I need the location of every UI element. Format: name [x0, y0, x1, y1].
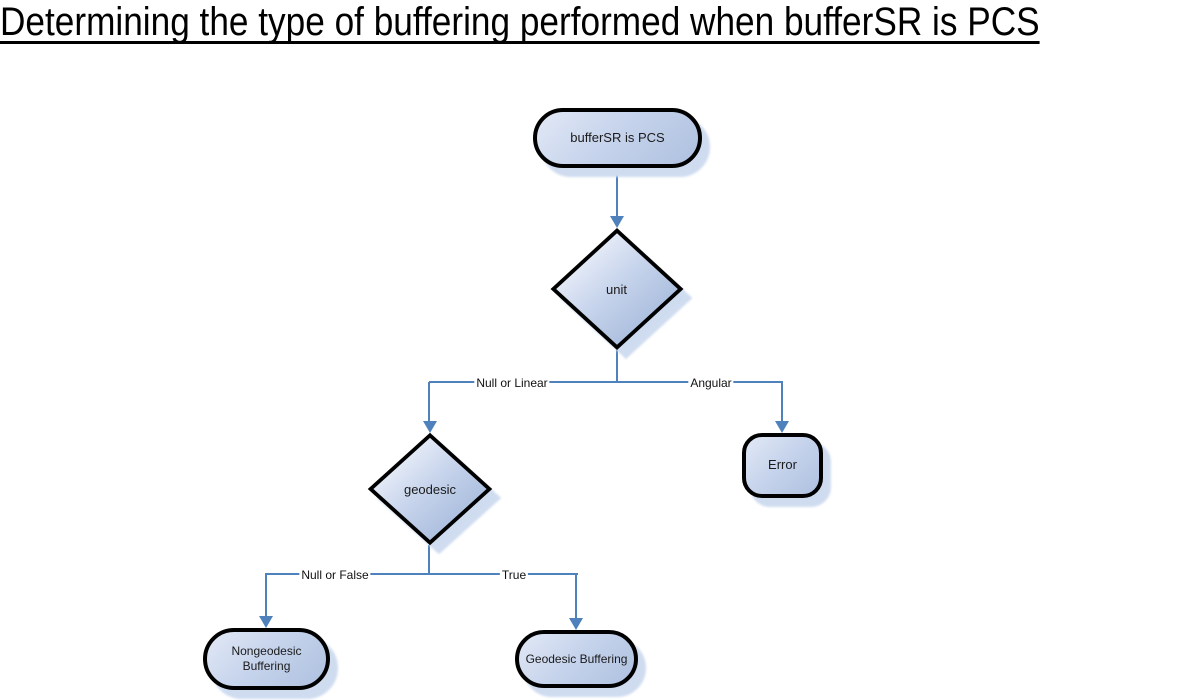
node-nongeodesic-buffering-label: Nongeodesic Buffering — [231, 644, 302, 673]
connector-branch-to-nongeodesic — [265, 574, 267, 616]
node-geodesic-buffering-label: Geodesic Buffering — [525, 651, 628, 666]
arrowhead-into-unit — [610, 216, 624, 228]
arrowhead-into-geodesic — [423, 421, 437, 433]
connector-branch-to-error — [781, 382, 783, 421]
arrowhead-into-geodesic-buffering — [569, 618, 583, 630]
branch-rail-unit — [429, 381, 783, 383]
arrowhead-into-nongeodesic — [259, 616, 273, 628]
node-geodesic-decision: geodesic — [367, 432, 493, 546]
edge-label-angular: Angular — [688, 376, 734, 390]
connector-branch-to-geodesic — [428, 382, 430, 421]
node-geodesic-label: geodesic — [403, 481, 457, 497]
node-error-label: Error — [768, 457, 797, 473]
page-title: Determining the type of buffering perfor… — [0, 0, 1040, 44]
node-buffersr-is-pcs-shape — [533, 108, 702, 168]
connector-geodesic-to-branch — [428, 545, 430, 575]
connector-branch-to-geodesic-buffering — [575, 574, 577, 618]
node-buffersr-is-pcs: bufferSR is PCS — [533, 108, 702, 168]
connector-start-to-unit — [616, 168, 618, 217]
node-unit-decision: unit — [550, 228, 683, 350]
node-error: Error — [742, 433, 823, 498]
node-buffersr-is-pcs-label: bufferSR is PCS — [570, 129, 665, 145]
branch-rail-geodesic — [265, 573, 578, 575]
node-unit-label: unit — [606, 281, 627, 297]
node-geodesic-buffering-shape — [515, 630, 638, 688]
node-error-shape — [742, 433, 823, 498]
arrowhead-into-error — [775, 421, 789, 433]
edge-label-null-or-false: Null or False — [299, 568, 371, 582]
edge-label-true: True — [499, 568, 529, 582]
connector-unit-to-branch — [616, 350, 618, 383]
node-nongeodesic-buffering: Nongeodesic Buffering — [203, 628, 330, 690]
node-geodesic-buffering: Geodesic Buffering — [515, 630, 638, 688]
edge-label-null-or-linear: Null or Linear — [474, 376, 550, 390]
node-nongeodesic-buffering-shape — [203, 628, 330, 690]
